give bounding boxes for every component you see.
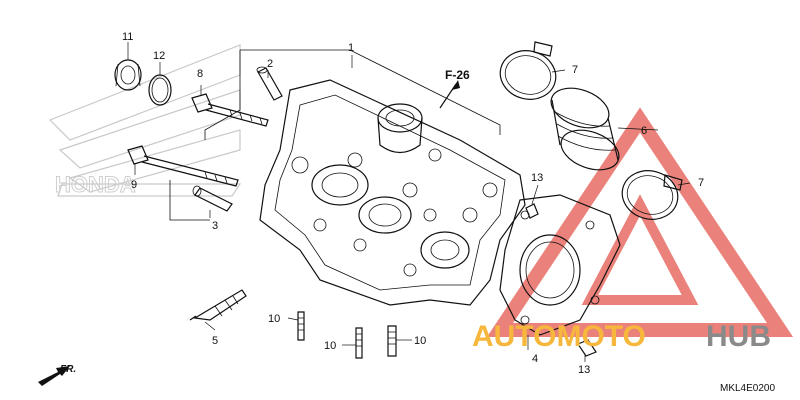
figure-reference-arrow bbox=[439, 80, 460, 109]
leader-lines bbox=[127, 42, 691, 362]
callout-6: 6 bbox=[641, 125, 647, 137]
callout-12: 12 bbox=[153, 50, 165, 62]
watermark-brand-left: AUTOMOTO bbox=[472, 320, 646, 353]
front-label: FR. bbox=[60, 364, 76, 375]
callout-9: 9 bbox=[131, 179, 137, 191]
part-7-clamps bbox=[499, 41, 683, 220]
callout-11: 11 bbox=[122, 31, 133, 43]
figure-reference: F-26 bbox=[445, 68, 470, 82]
callout-13-top: 13 bbox=[531, 172, 543, 184]
callout-7-bottom: 7 bbox=[698, 177, 704, 189]
cylinder-head bbox=[259, 79, 526, 306]
callout-10-left: 10 bbox=[268, 313, 280, 325]
group-box-lower bbox=[169, 180, 210, 221]
part-5-spark-plug bbox=[189, 289, 247, 321]
part-13-dowels bbox=[525, 203, 597, 357]
part-4-gasket bbox=[499, 194, 621, 336]
part-9-bolt bbox=[127, 145, 239, 187]
group-box-outline bbox=[240, 49, 501, 135]
callout-10-right: 10 bbox=[414, 335, 426, 347]
honda-watermark-text: HONDA bbox=[55, 172, 136, 197]
part-2-dowel bbox=[256, 66, 283, 101]
part-3-dowel bbox=[192, 185, 233, 212]
part-11-cap bbox=[114, 59, 142, 91]
callout-10-middle: 10 bbox=[324, 340, 336, 352]
watermark-triangle bbox=[486, 107, 794, 337]
callout-2: 2 bbox=[267, 58, 273, 70]
callout-5: 5 bbox=[212, 335, 218, 347]
part-12-oring bbox=[148, 74, 172, 106]
callout-13-bottom: 13 bbox=[578, 364, 590, 376]
part-8-bolt bbox=[191, 93, 269, 127]
callout-3: 3 bbox=[212, 220, 218, 232]
group-box-left bbox=[204, 50, 241, 140]
front-arrow bbox=[38, 366, 70, 386]
callout-4: 4 bbox=[532, 353, 538, 365]
part-10-studs bbox=[297, 311, 397, 359]
callout-1: 1 bbox=[348, 42, 354, 54]
callout-8: 8 bbox=[197, 68, 203, 80]
watermark-brand-right: HUB bbox=[706, 320, 771, 353]
callout-7-top: 7 bbox=[572, 64, 578, 76]
diagram-code: MKL4E0200 bbox=[720, 383, 775, 394]
part-6-intake-boot bbox=[550, 87, 620, 171]
